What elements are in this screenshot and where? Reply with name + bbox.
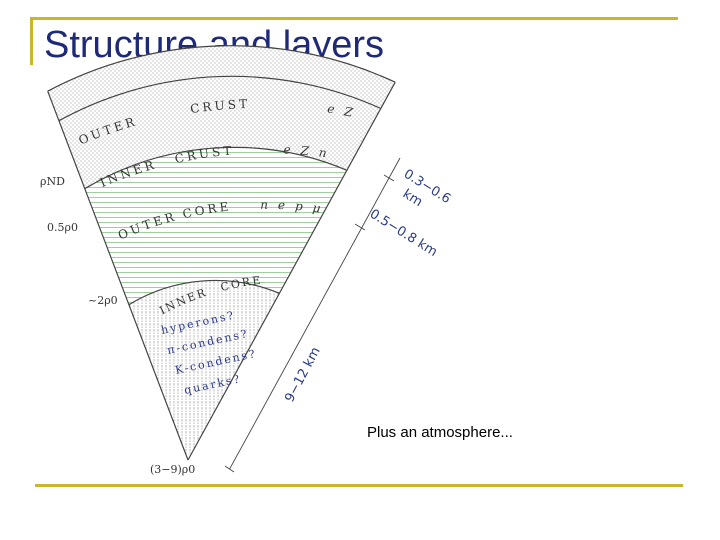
caption-text: Plus an atmosphere... bbox=[367, 424, 513, 441]
right-sector-edge bbox=[187, 81, 396, 461]
inner-core-density-label: ~2ρ0 bbox=[88, 294, 118, 307]
crust-dimension-line bbox=[388, 157, 401, 179]
bottom-accent-rule bbox=[35, 484, 683, 487]
crust-tick bbox=[383, 174, 395, 182]
outer-crust-composition: e Z bbox=[326, 102, 356, 121]
outer-core-density-label: 0.5ρ0 bbox=[47, 221, 78, 234]
central-density-label: (3−9)ρ0 bbox=[150, 463, 195, 476]
crust-core-boundary bbox=[84, 146, 348, 190]
inner-core-boundary bbox=[128, 279, 280, 306]
outer-crust-label-2: CRUST bbox=[189, 97, 250, 116]
top-accent-rule bbox=[30, 17, 678, 20]
left-sector-edge bbox=[47, 90, 189, 461]
radius-dimension-line bbox=[229, 177, 390, 470]
neutron-drip-boundary bbox=[58, 75, 382, 122]
inner-core-layer bbox=[128, 280, 280, 460]
outer-core-thickness-label: 0.5−0.8 km bbox=[367, 207, 440, 260]
inner-crust-composition: e Z n bbox=[283, 142, 330, 160]
neutron-drip-density-label: ρND bbox=[40, 175, 65, 188]
radius-tick-bottom bbox=[224, 465, 235, 473]
outer-core-composition: n e p μ bbox=[260, 198, 324, 216]
surface-boundary bbox=[47, 45, 396, 92]
outer-core-tick bbox=[354, 223, 366, 231]
left-accent-rule bbox=[30, 17, 33, 65]
radius-label: 9−12 km bbox=[282, 345, 323, 405]
